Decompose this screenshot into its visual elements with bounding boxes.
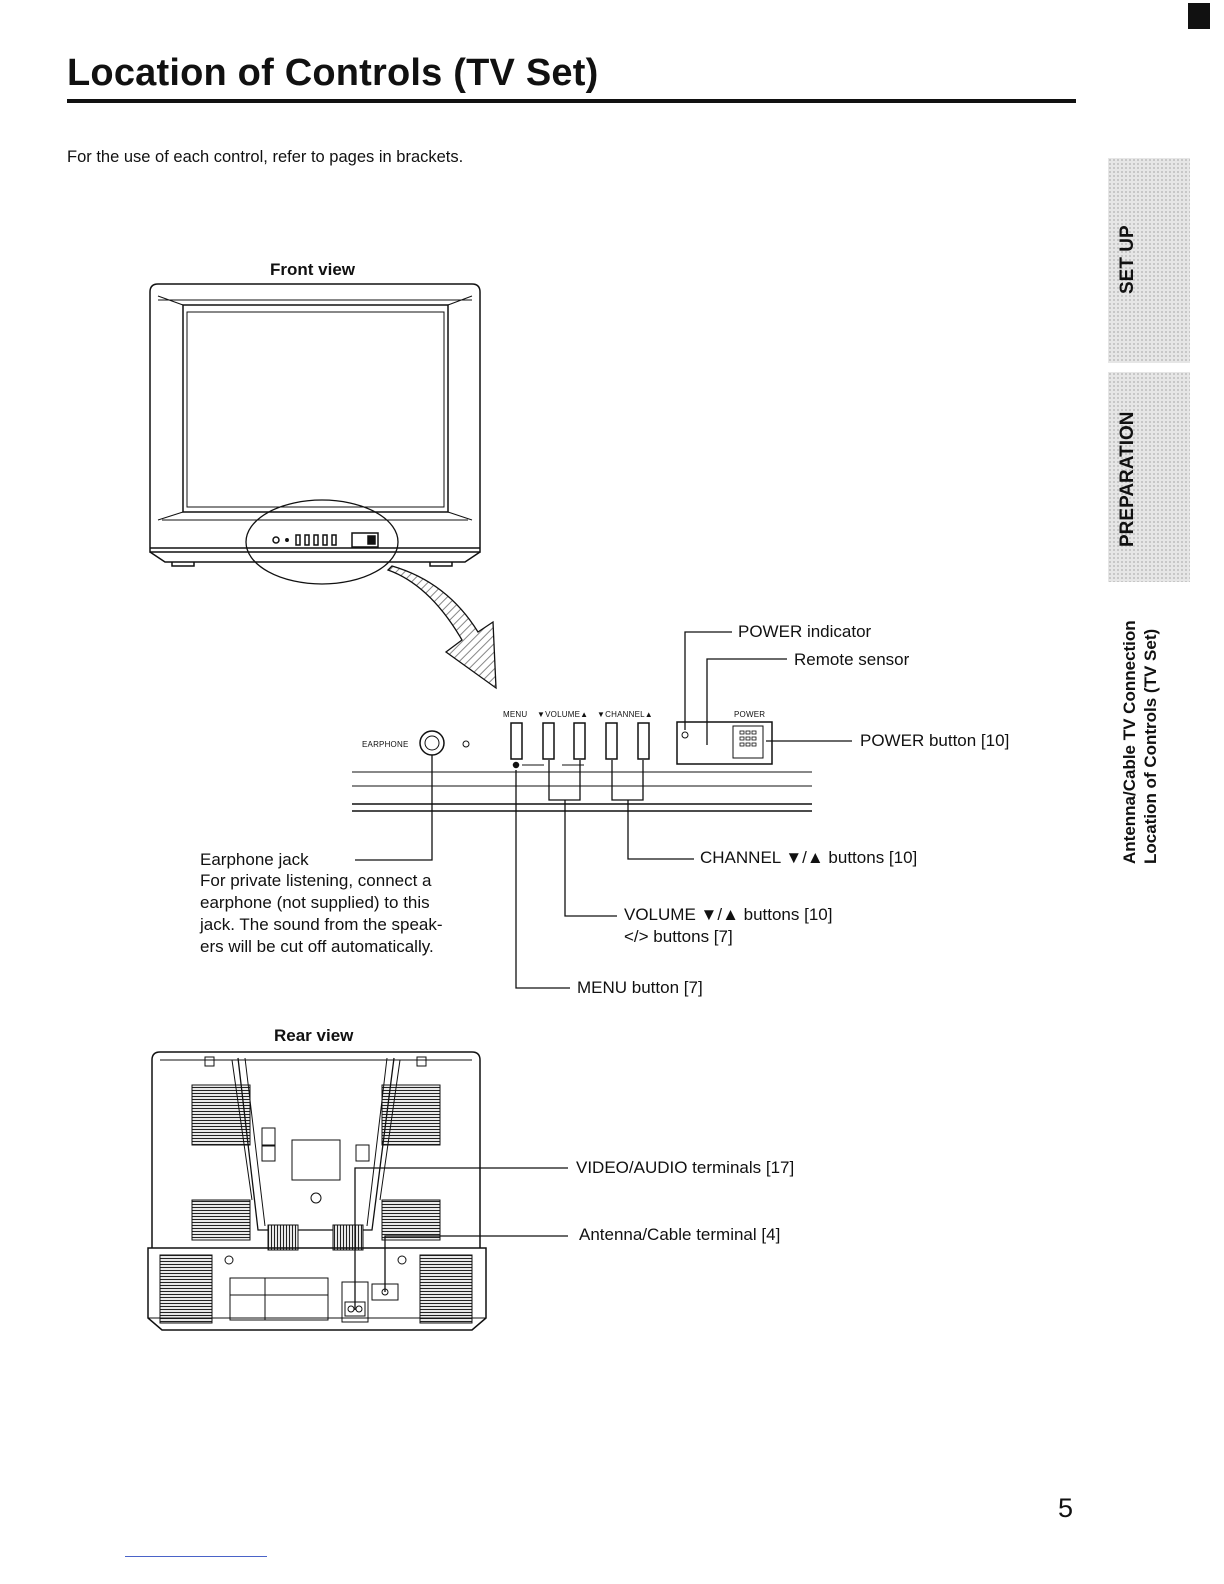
volume-panel-label: ▼VOLUME▲ <box>537 710 589 719</box>
zoom-arrow <box>386 565 497 690</box>
tab-preparation <box>1108 372 1190 582</box>
earphone-panel-label: EARPHONE <box>362 740 409 749</box>
arrow-buttons-label: </> buttons [7] <box>624 927 733 946</box>
video-audio-label: VIDEO/AUDIO terminals [17] <box>576 1158 795 1177</box>
earphone-desc-1: For private listening, connect a <box>200 871 432 890</box>
front-tv-drawing <box>149 283 481 585</box>
earphone-desc-3: jack. The sound from the speak- <box>200 915 443 934</box>
footer-line <box>125 1556 267 1557</box>
page-number: 5 <box>1058 1493 1074 1523</box>
earphone-desc-4: ers will be cut off automatically. <box>200 937 434 956</box>
corner-marker <box>1188 3 1210 29</box>
rear-tv-drawing <box>147 1051 487 1331</box>
remote-sensor-label: Remote sensor <box>794 650 910 669</box>
antenna-label: Antenna/Cable terminal [4] <box>579 1225 781 1244</box>
title-rule <box>67 99 1076 103</box>
power-button-label: POWER button [10] <box>860 731 1010 750</box>
power-panel-label: POWER <box>734 710 766 719</box>
page-title: Location of Controls (TV Set) <box>67 52 599 94</box>
rear-leader-lines <box>354 1167 568 1310</box>
tab-setup <box>1108 158 1190 363</box>
intro-text: For the use of each control, refer to pa… <box>67 148 464 166</box>
rear-view-title: Rear view <box>274 1026 354 1045</box>
channel-buttons-label: CHANNEL ▼/▲ buttons [10] <box>700 848 918 867</box>
menu-panel-label: MENU <box>503 710 528 719</box>
front-view-title: Front view <box>270 260 356 279</box>
volume-buttons-label: VOLUME ▼/▲ buttons [10] <box>624 905 833 924</box>
front-panel-closeup <box>352 721 812 812</box>
earphone-desc-2: earphone (not supplied) to this <box>200 893 430 912</box>
menu-button-label: MENU button [7] <box>577 978 703 997</box>
front-leader-lines <box>355 631 852 989</box>
channel-panel-label: ▼CHANNEL▲ <box>597 710 653 719</box>
earphone-jack-label: Earphone jack <box>200 850 309 869</box>
power-indicator-label: POWER indicator <box>738 622 872 641</box>
